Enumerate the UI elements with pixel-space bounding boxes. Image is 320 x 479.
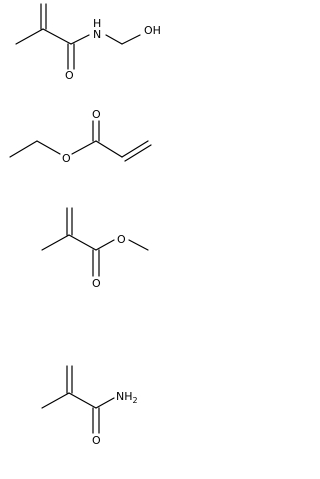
molecule-n-hydroxymethyl-methacrylamide: N H OH O xyxy=(15,3,161,82)
bond xyxy=(105,34,123,45)
molecule-methyl-methacrylate: O O xyxy=(41,207,149,290)
carbonyl-oxygen-label: O xyxy=(92,277,101,290)
nitrogen-label: N xyxy=(93,28,101,41)
bond xyxy=(41,234,70,251)
bond xyxy=(42,28,72,45)
bond xyxy=(70,34,90,45)
molecule-methacrylamide: NH2 O xyxy=(41,365,138,447)
bond xyxy=(15,28,44,45)
amine-subscript-2: 2 xyxy=(133,396,138,405)
ester-oxygen-label: O xyxy=(62,152,71,165)
bond xyxy=(121,34,141,45)
oxygen-label: O xyxy=(65,69,74,82)
bond xyxy=(95,397,115,409)
carbonyl-oxygen-label: O xyxy=(92,108,101,121)
hydroxyl-label: OH xyxy=(144,24,161,37)
ester-oxygen-label: O xyxy=(117,233,126,246)
amine-nh-text: NH xyxy=(116,390,133,403)
bond xyxy=(124,144,152,162)
molecule-ethyl-acrylate: O O xyxy=(9,108,152,165)
bond xyxy=(95,239,115,251)
bond xyxy=(95,140,123,158)
bond xyxy=(128,239,149,251)
bond xyxy=(68,392,97,409)
bond xyxy=(71,140,97,155)
bond xyxy=(36,140,61,155)
amine-label: NH2 xyxy=(116,390,138,405)
oxygen-label: O xyxy=(92,434,101,447)
bond xyxy=(9,140,38,158)
structure-canvas: N H OH O O O O O NH2 xyxy=(9,3,161,447)
bond xyxy=(41,392,70,409)
hydrogen-label: H xyxy=(93,17,101,30)
bond xyxy=(68,234,97,251)
bond xyxy=(121,140,149,158)
